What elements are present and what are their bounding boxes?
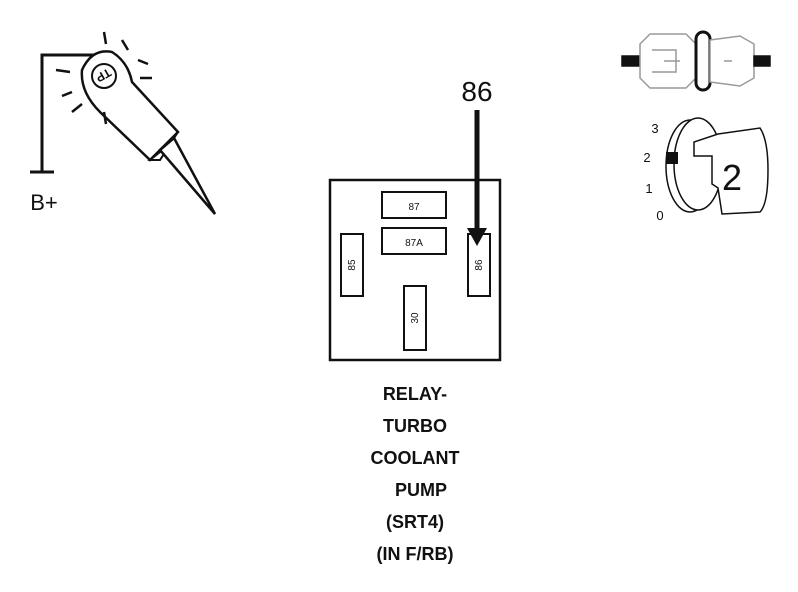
callout-arrow-head (467, 228, 487, 246)
terminal-85-label: 85 (347, 259, 358, 271)
ignition-position-2: 2 (643, 150, 650, 165)
caption-line-3: COOLANT (370, 448, 460, 468)
callout-label: 86 (461, 76, 492, 107)
ignition-position-3: 3 (651, 121, 658, 136)
terminal-30 (403, 285, 427, 351)
ignition-position-marker (666, 152, 678, 164)
test-light-logo: TP (93, 65, 113, 85)
test-light-logo-circle (91, 63, 117, 89)
caption-line-1: RELAY- (382, 384, 448, 404)
ignition-key (693, 127, 769, 215)
test-light: TP (30, 31, 217, 215)
ignition-position-0: 0 (656, 208, 663, 223)
caption-line-5: (SRT4) (386, 512, 444, 532)
caption-line-4: PUMP (394, 480, 447, 500)
connector-icon (621, 30, 771, 92)
ignition-key-label: 2 (722, 157, 742, 198)
terminal-30-label: 30 (410, 312, 421, 324)
terminal-86-label: 86 (474, 259, 485, 271)
battery-positive-label: B+ (30, 190, 58, 215)
terminal-87 (381, 191, 447, 219)
terminal-87a (381, 227, 447, 255)
ignition-switch-icon (665, 117, 769, 215)
caption-line-6: (IN F/RB) (376, 544, 454, 564)
relay: 87 87A 85 86 30 (328, 110, 502, 362)
terminal-87a-label: 87A (405, 238, 423, 249)
caption-line-2: TURBO (383, 416, 447, 436)
test-light-wire (40, 53, 100, 172)
terminal-85 (340, 233, 364, 297)
glow-rays-icon (55, 31, 152, 125)
ignition-position-1: 1 (645, 181, 652, 196)
test-light-collar (147, 131, 179, 161)
test-light-probe-tip (158, 136, 217, 215)
terminal-87-label: 87 (408, 202, 420, 213)
